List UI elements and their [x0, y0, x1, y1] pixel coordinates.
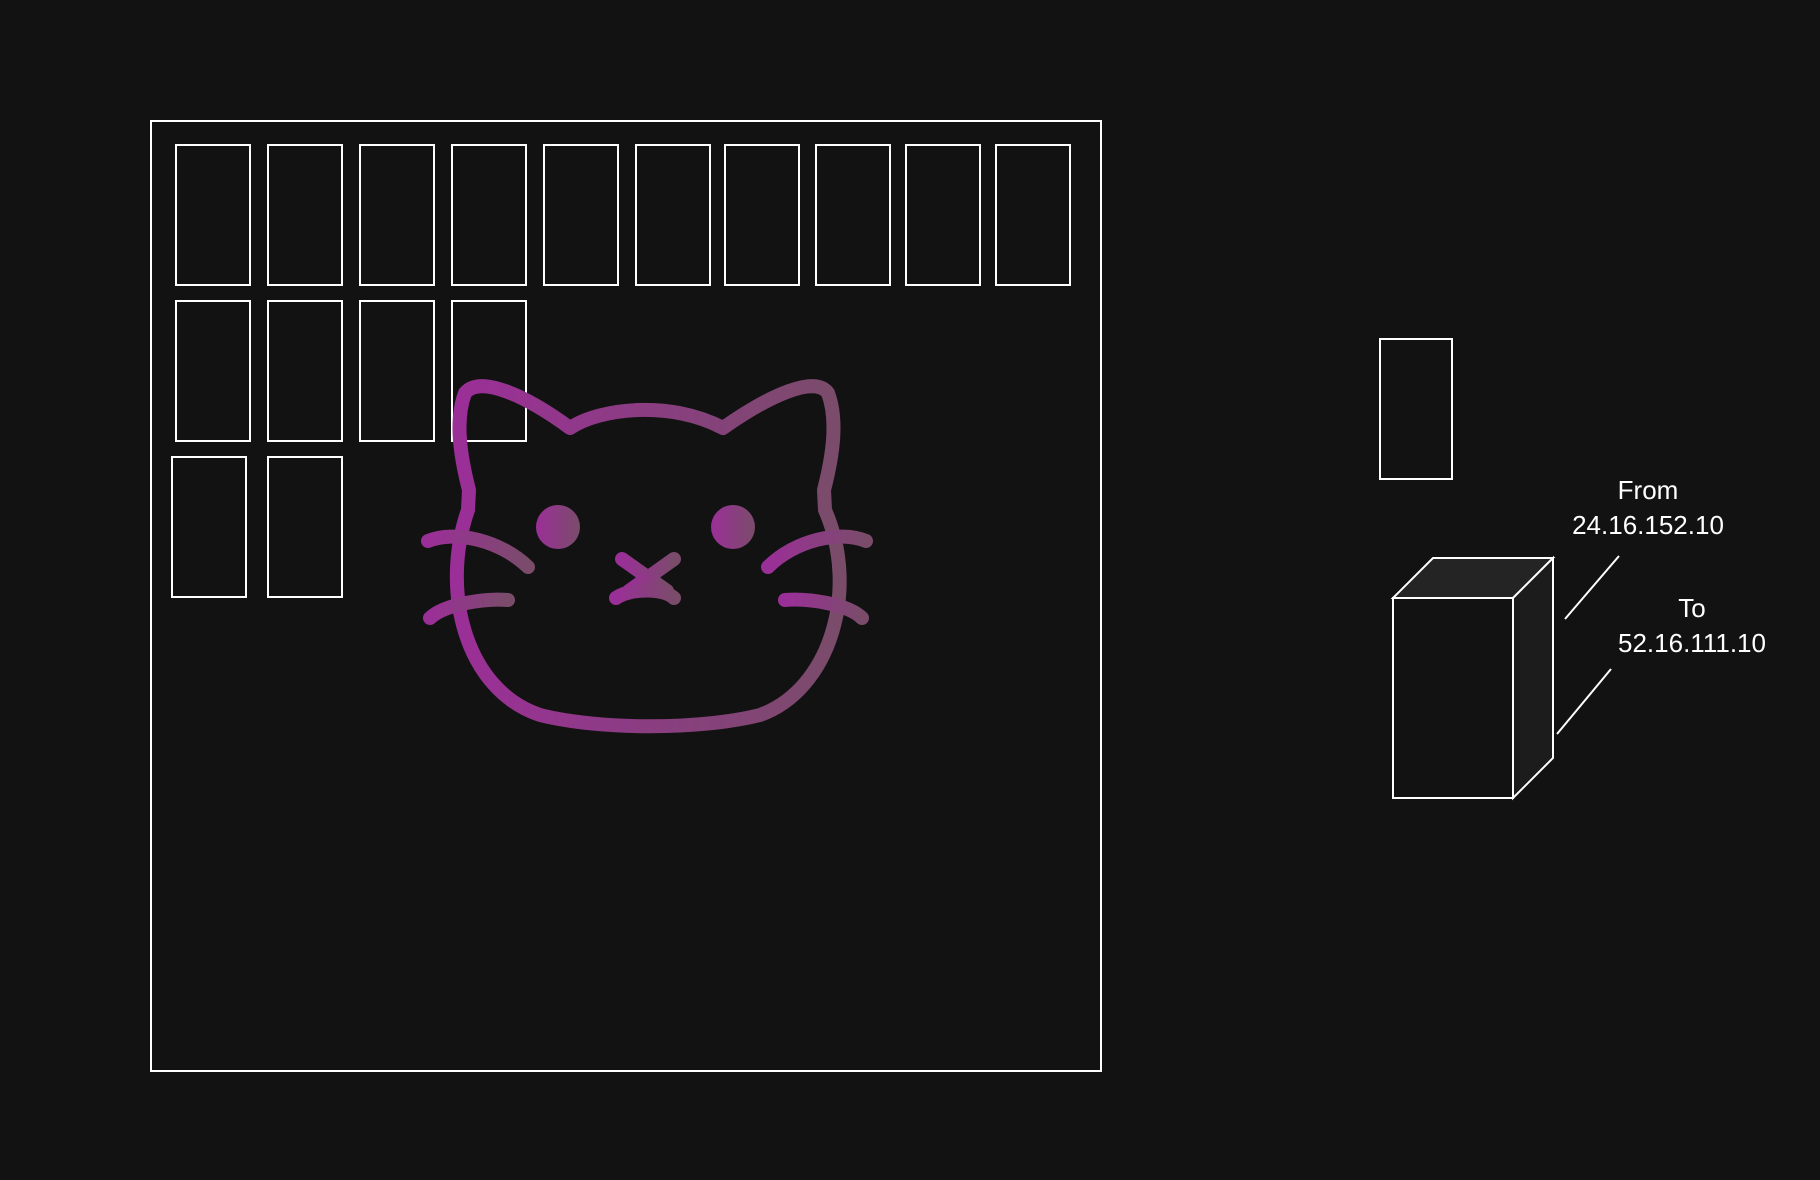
to-connector-line	[1556, 668, 1612, 735]
slot	[543, 144, 619, 286]
slot	[451, 144, 527, 286]
slot	[359, 300, 435, 442]
from-address: 24.16.152.10	[1572, 510, 1724, 540]
to-label: To	[1678, 593, 1705, 623]
slot	[724, 144, 800, 286]
cat-eye-right	[711, 505, 755, 549]
slot	[267, 144, 343, 286]
slot	[451, 300, 527, 442]
slot-grid	[171, 144, 1071, 598]
slot	[359, 144, 435, 286]
to-address: 52.16.111.10	[1618, 628, 1766, 658]
cat-eye-left	[536, 505, 580, 549]
slot	[175, 144, 251, 286]
standalone-slot	[1379, 338, 1453, 480]
slot	[267, 456, 343, 598]
from-connector-line	[1564, 555, 1620, 620]
cube-front-face	[1392, 597, 1514, 799]
cube-side-face	[1512, 555, 1554, 801]
from-label: From	[1618, 475, 1679, 505]
slot	[171, 456, 247, 598]
slot	[905, 144, 981, 286]
device-cube	[1390, 555, 1556, 801]
slot	[635, 144, 711, 286]
slot	[995, 144, 1071, 286]
cat-face-icon	[421, 379, 873, 734]
slot	[815, 144, 891, 286]
slot	[175, 300, 251, 442]
container-frame	[150, 120, 1102, 1072]
slot	[267, 300, 343, 442]
